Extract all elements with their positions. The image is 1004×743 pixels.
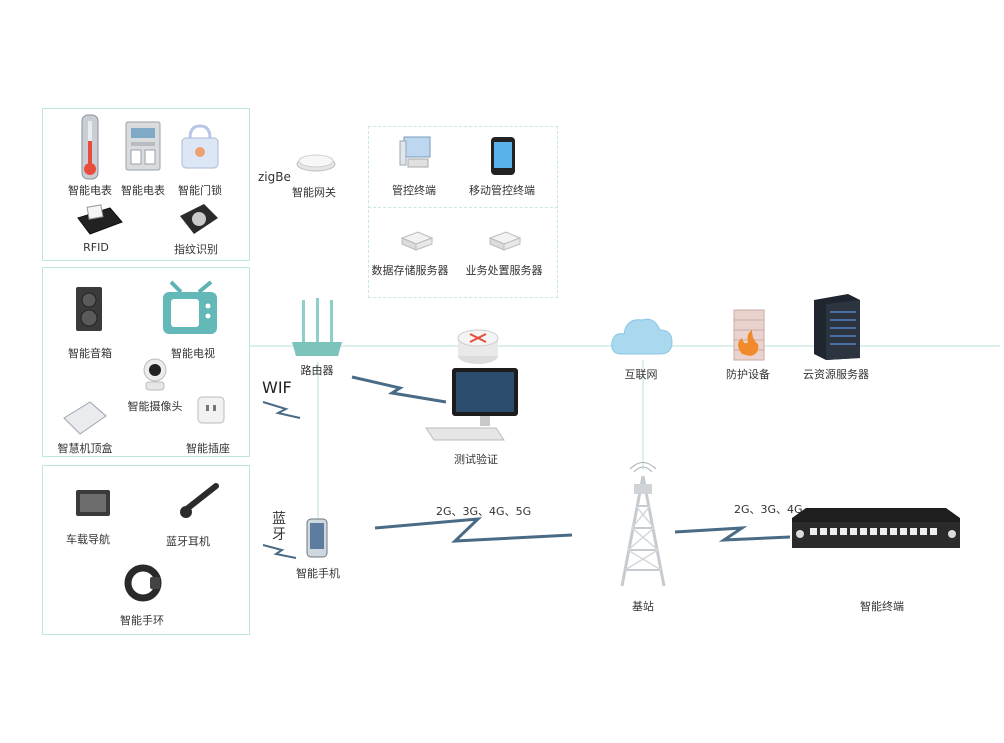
- label-zigbee: zigBe: [258, 170, 291, 184]
- desktop-computer-icon: [425, 368, 518, 441]
- socket-icon: [197, 396, 225, 424]
- network-switch-icon: [457, 329, 499, 364]
- label-car-nav: 车载导航: [66, 533, 110, 546]
- label-router: 路由器: [300, 364, 334, 377]
- label-bluetooth-1: 蓝: [272, 511, 286, 527]
- label-camera: 智能摄像头: [127, 400, 183, 413]
- label-speaker: 智能音箱: [68, 347, 112, 360]
- label-bluetooth-2: 牙: [272, 527, 286, 543]
- electric-meter-icon: [125, 121, 161, 171]
- label-tv: 智能电视: [171, 347, 215, 360]
- label-lock: 智能门锁: [178, 184, 222, 197]
- set-top-box-icon: [63, 401, 107, 435]
- label-cellular-1: 2G、3G、4G、5G: [436, 505, 532, 518]
- label-business-server: 业务处置服务器: [465, 264, 543, 277]
- group-wearables-frame: [42, 465, 250, 635]
- label-meter-2: 智能电表: [121, 184, 165, 197]
- label-socket: 智能插座: [186, 442, 230, 455]
- car-navigation-icon: [76, 490, 110, 516]
- label-band: 智能手环: [120, 614, 164, 627]
- control-terminals-frame: [368, 126, 558, 208]
- smart-band-icon: [124, 564, 162, 602]
- label-smartphone: 智能手机: [296, 567, 340, 580]
- business-server-icon: [488, 231, 522, 251]
- router-icon: [292, 298, 342, 356]
- speaker-icon: [76, 287, 102, 331]
- label-storage-server: 数据存储服务器: [371, 264, 449, 277]
- label-earphone: 蓝牙耳机: [166, 535, 210, 548]
- label-base-station: 基站: [632, 600, 654, 613]
- group-home-frame: [42, 267, 250, 457]
- thermometer-icon: [81, 114, 99, 180]
- servers-frame: [368, 210, 558, 298]
- control-terminal-icon: [399, 136, 431, 168]
- label-control-terminal: 管控终端: [392, 184, 436, 197]
- label-meter-1: 智能电表: [68, 184, 112, 197]
- tv-icon: [163, 280, 217, 334]
- cloud-server-icon: [814, 294, 860, 360]
- fingerprint-icon: [180, 204, 218, 234]
- cloud-icon: [611, 318, 673, 355]
- rfid-reader-icon: [77, 204, 123, 235]
- smart-terminal-panel-icon: [792, 508, 960, 548]
- label-cloud-server: 云资源服务器: [803, 368, 869, 381]
- wireless-link-cellular-2: [674, 526, 791, 542]
- label-gateway: 智能网关: [292, 186, 336, 199]
- storage-server-icon: [400, 231, 434, 251]
- smartphone-icon: [306, 518, 328, 558]
- group-sensors-frame: [42, 108, 250, 261]
- wireless-link-bt: [262, 544, 297, 559]
- label-mobile-terminal: 移动管控终端: [469, 184, 535, 197]
- label-internet: 互联网: [624, 368, 658, 381]
- firewall-icon: [733, 309, 765, 361]
- mobile-terminal-icon: [491, 137, 515, 175]
- label-wifi: WIF: [262, 378, 292, 397]
- label-test: 测试验证: [454, 453, 498, 466]
- smart-lock-icon: [181, 124, 219, 169]
- label-firewall: 防护设备: [726, 368, 770, 381]
- wireless-link-wifi: [262, 401, 301, 419]
- label-rfid: RFID: [83, 241, 109, 254]
- label-cellular-2: 2G、3G、4G、: [734, 503, 814, 516]
- wireless-link-router-test: [351, 375, 447, 404]
- bluetooth-earphone-icon: [180, 483, 219, 518]
- wireless-link-cellular-1: [374, 517, 573, 543]
- label-smart-terminal: 智能终端: [860, 600, 904, 613]
- label-fingerprint: 指纹识别: [174, 243, 218, 256]
- label-stb: 智慧机顶盒: [57, 442, 113, 455]
- base-station-tower-icon: [620, 462, 666, 587]
- camera-icon: [143, 358, 167, 391]
- smart-gateway-icon: [296, 154, 336, 172]
